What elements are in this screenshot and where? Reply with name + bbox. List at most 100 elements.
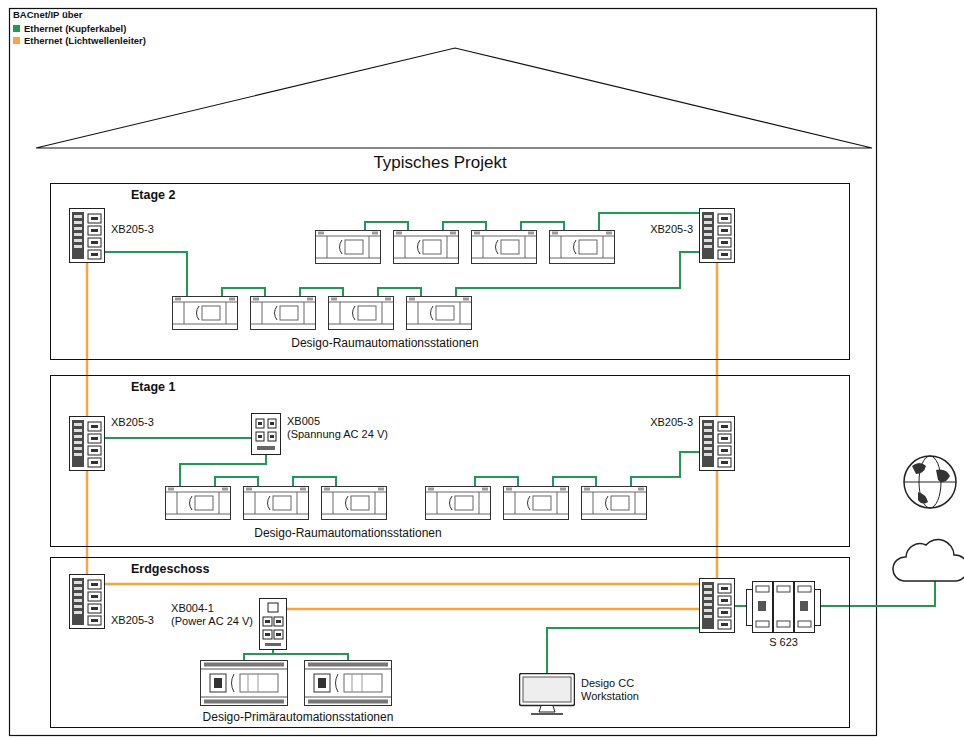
- network-switch-icon: [699, 416, 735, 471]
- network-switch: XB205-3: [699, 208, 735, 263]
- room-automation-station: [550, 231, 615, 264]
- fibre-link: [86, 471, 89, 574]
- room-automation-station: [504, 487, 569, 520]
- diagram-title: Typisches Projekt: [373, 153, 506, 173]
- room-automation-station: [329, 297, 394, 330]
- roof: [36, 48, 872, 148]
- network-switch-symbol: [70, 417, 105, 471]
- room-automation-station: [582, 487, 647, 520]
- legend-row: Ethernet (Kupferkabel): [13, 22, 146, 34]
- workstation-symbol: [520, 674, 575, 715]
- fibre-link: [86, 263, 89, 416]
- fibre-wire: [287, 608, 699, 611]
- floor-heading: Etage 2: [131, 188, 175, 202]
- device-label: XB205-3: [650, 416, 693, 429]
- text-group: XB205-3: [111, 614, 154, 627]
- network-switch: XB205-3: [699, 416, 735, 471]
- copper-wire: [365, 222, 564, 230]
- copper-wire: [547, 628, 699, 673]
- device-label: XB004-1: [171, 602, 253, 615]
- legend-swatch: [13, 25, 20, 32]
- fibre-link: [716, 263, 719, 416]
- floor-heading: Erdgeschoss: [131, 562, 210, 576]
- router-symbol: [747, 582, 821, 633]
- room-automation-station: [394, 231, 459, 264]
- copper-wire: [244, 650, 348, 660]
- device-label: XB005: [287, 415, 388, 428]
- network-switch-icon: [699, 208, 735, 263]
- copper-wire: [735, 605, 746, 607]
- fibre-wire: [105, 583, 699, 586]
- network-switch: XB205-3: [69, 574, 105, 629]
- device-label: XB205-3: [111, 614, 154, 627]
- text-group: XB205-3: [650, 416, 693, 429]
- device-label: S 623: [769, 636, 798, 649]
- legend-heading: BACnet/IP über: [13, 9, 83, 20]
- device-label: XB205-3: [650, 223, 693, 236]
- network-switch-symbol: [700, 417, 735, 471]
- room-automation-station: [472, 231, 537, 264]
- text-group: Etage 2: [131, 188, 175, 202]
- primary-automation-station: [201, 661, 288, 706]
- room-automation-station: [322, 487, 387, 520]
- copper-wire: [821, 581, 935, 606]
- device-label: XB205-3: [111, 416, 154, 429]
- router: S 623: [746, 581, 821, 633]
- copper-wire: [215, 477, 336, 486]
- network-switch-symbol: [700, 209, 735, 263]
- copper-link: [105, 437, 251, 439]
- house-frame: [10, 9, 877, 736]
- group-caption: Desigo-Raumautomationsstationen: [291, 336, 478, 350]
- switch-module-icon: [259, 598, 287, 650]
- floor-band: XB205-3 XB005(Spannung AC 24 V) XB205-3 Eta…: [50, 375, 850, 547]
- network-switch-symbol: [70, 575, 105, 629]
- legend-text: Ethernet (Lichtwellenleiter): [24, 35, 146, 46]
- network-switch-icon: [69, 208, 105, 263]
- floor-heading: Etage 1: [131, 380, 175, 394]
- fibre-wire: [716, 471, 719, 578]
- copper-wire: [180, 455, 266, 486]
- network-switch-icon: [69, 416, 105, 471]
- text-group: XB205-3: [111, 416, 154, 429]
- globe-land: [912, 463, 950, 504]
- switch-module: XB004-1(Power AC 24 V): [259, 598, 287, 650]
- switch-module: XB005(Spannung AC 24 V): [251, 413, 281, 455]
- cloud: [893, 540, 964, 581]
- switch-module-symbol: [252, 414, 281, 455]
- legend: Ethernet (Kupferkabel)Ethernet (Lichtwel…: [13, 22, 146, 46]
- room-automation-station: [244, 487, 309, 520]
- copper-wire: [475, 477, 596, 486]
- room-automation-station: [173, 297, 238, 330]
- text-group: S 623: [769, 636, 798, 649]
- room-automation-station: [426, 487, 491, 520]
- workstation: Desigo CC Workstation: [519, 673, 575, 715]
- network-switch: XB205-3: [69, 416, 105, 471]
- group-caption: Desigo-Primärautomationsstationen: [203, 710, 394, 724]
- floor-band: XB205-3 XB205-3 Etage 2: [50, 183, 850, 360]
- network-switch-symbol: [70, 209, 105, 263]
- copper-wire: [105, 252, 187, 296]
- globe: [904, 456, 956, 508]
- switch-module-symbol: [260, 599, 287, 650]
- text-group: XB004-1(Power AC 24 V): [171, 602, 253, 628]
- router-icon: [746, 581, 821, 633]
- globe-equator: [904, 482, 956, 483]
- fibre-wiring: [105, 471, 717, 609]
- text-group: Erdgeschoss: [131, 562, 210, 576]
- room-automation-station: [251, 297, 316, 330]
- legend-swatch: [13, 37, 20, 44]
- network-switch-icon: [69, 574, 105, 629]
- network-switch: [700, 579, 735, 633]
- legend-text: Ethernet (Kupferkabel): [24, 23, 126, 34]
- text-group: Desigo CC Workstation: [581, 677, 656, 703]
- text-group: XB205-3: [650, 223, 693, 236]
- device-label: Desigo CC Workstation: [581, 677, 656, 703]
- copper-wire: [222, 288, 421, 296]
- device-label: (Spannung AC 24 V): [287, 428, 388, 441]
- text-group: XB205-3: [111, 223, 154, 236]
- room-automation-station: [316, 231, 381, 264]
- text-group: XB005(Spannung AC 24 V): [287, 415, 388, 441]
- primary-automation-station: [305, 661, 392, 706]
